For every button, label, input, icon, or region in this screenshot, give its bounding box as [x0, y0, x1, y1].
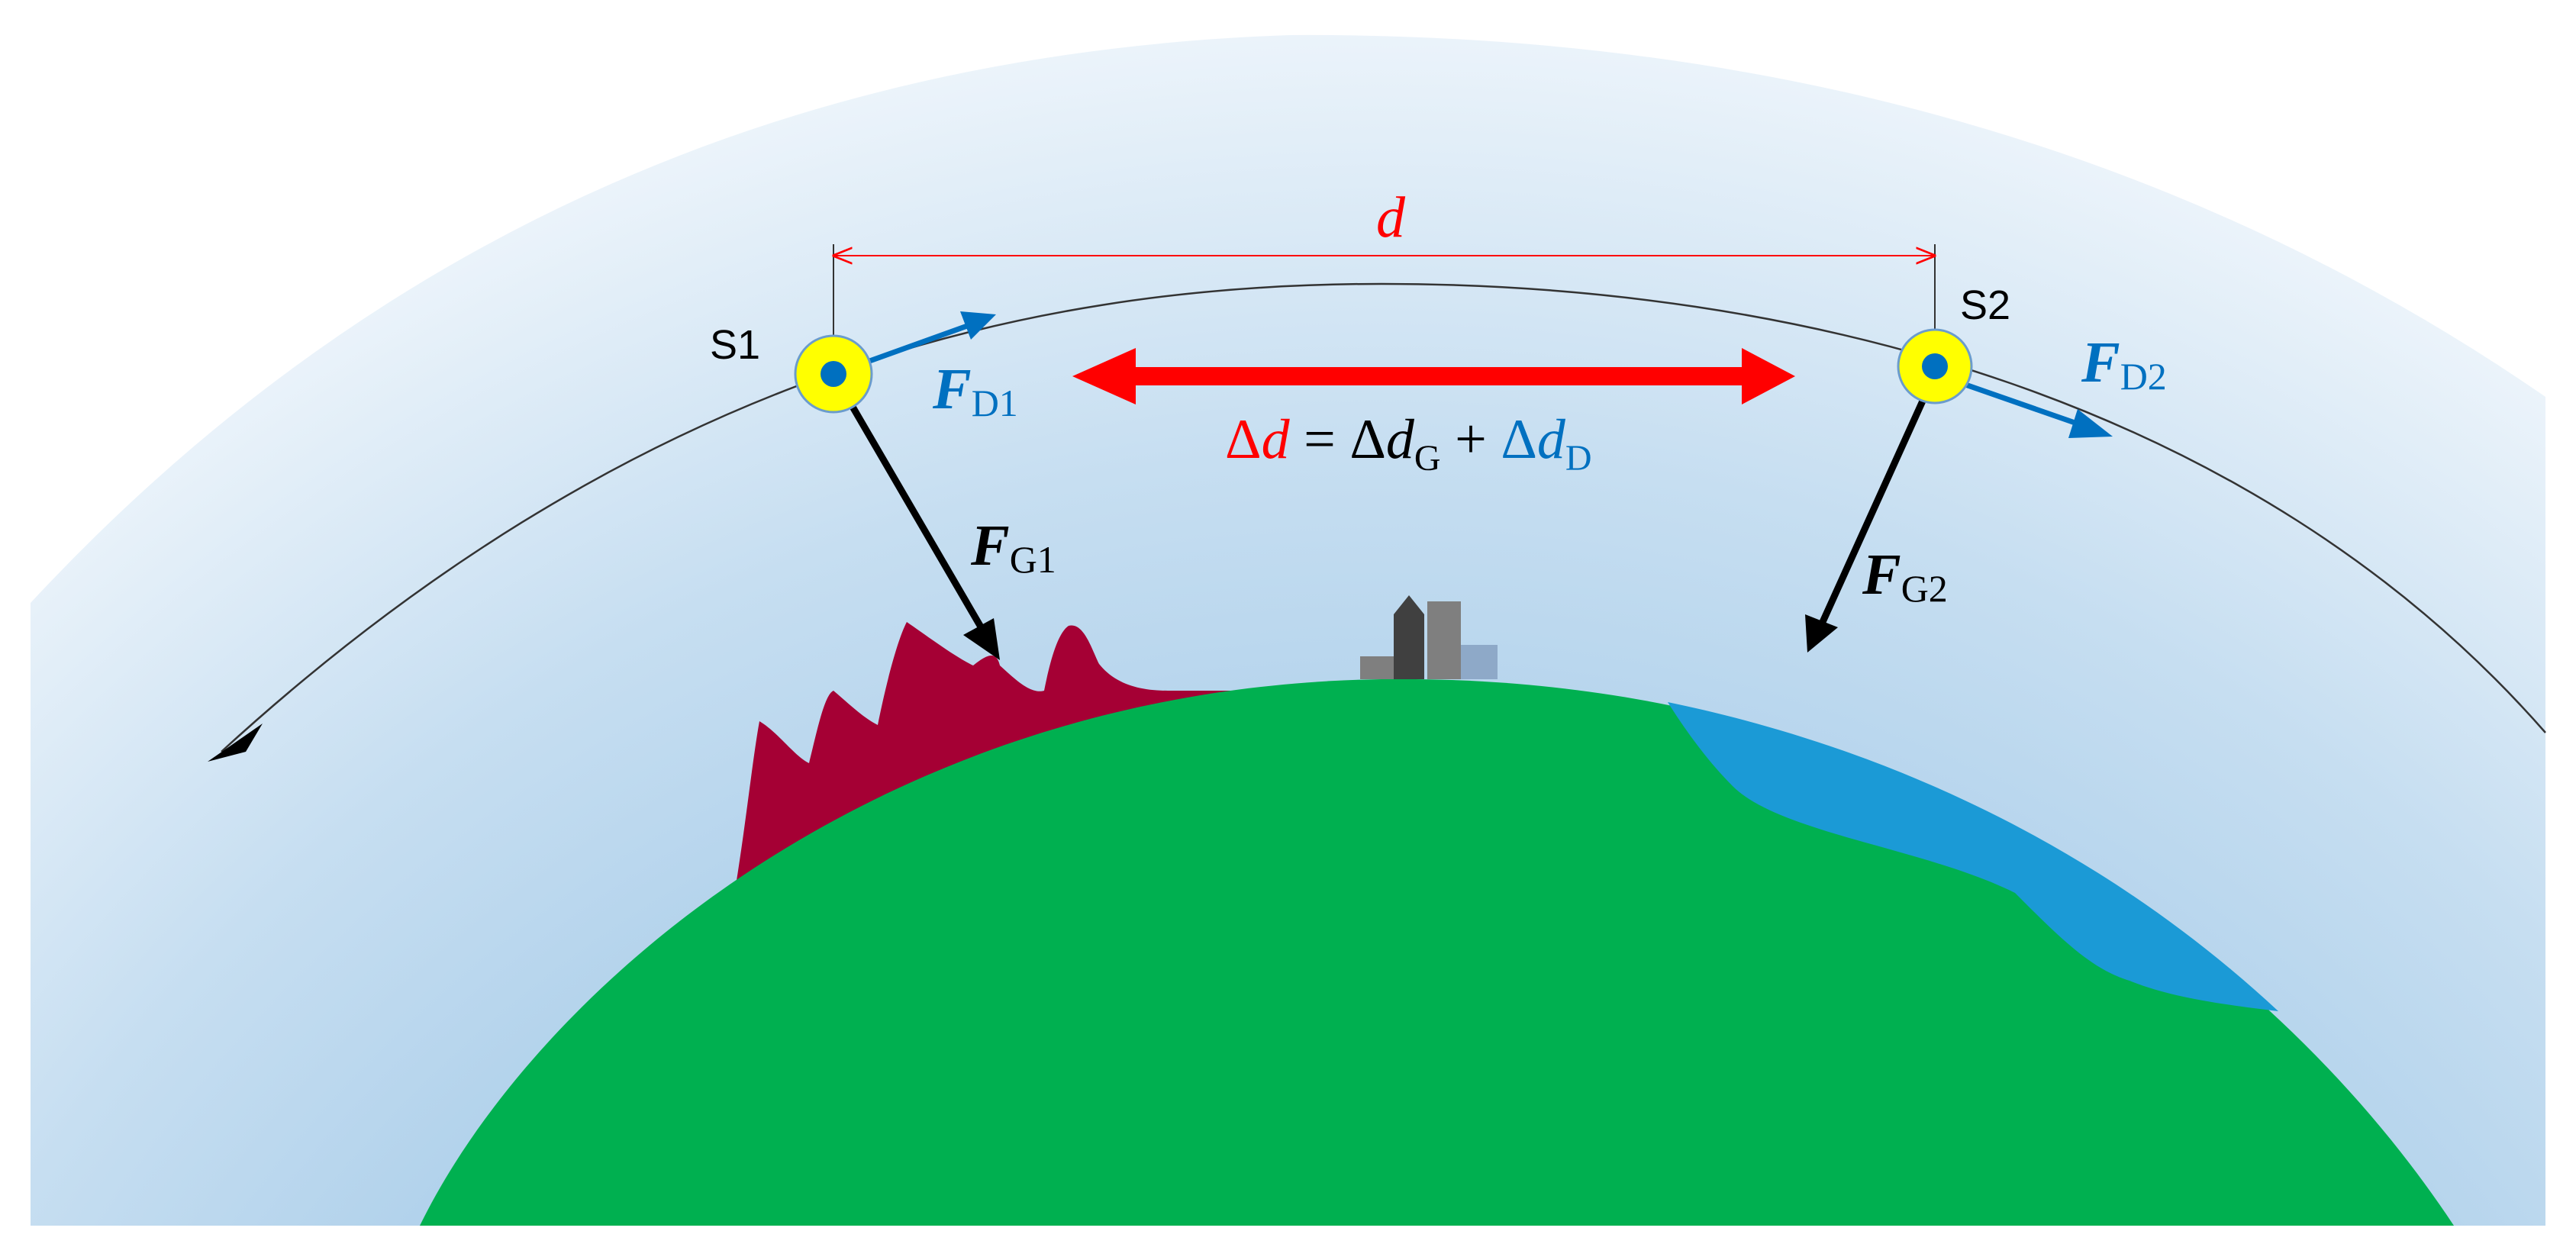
satellite-icon: [794, 334, 873, 414]
distance-label: d: [1376, 185, 1406, 250]
city-buildings-icon: [1360, 595, 1498, 679]
force-label-fd1: FD1: [932, 357, 1018, 424]
force-label-fg2: FG2: [1862, 543, 1948, 610]
satellite-icon: [1897, 328, 1973, 404]
orbit-direction-arrowhead: [208, 723, 263, 762]
satellite-1-label: S1: [710, 322, 760, 368]
force-label-fg1: FG1: [970, 514, 1056, 581]
gravity-force-arrow-2: [1805, 372, 1939, 653]
delta-distance-arrow: [1072, 348, 1795, 404]
gravity-force-arrow-1: [830, 372, 1000, 660]
delta-d-equation: Δd = ΔdG + ΔdD: [1225, 408, 1592, 479]
satellite-2-label: S2: [1960, 282, 2010, 328]
force-label-fd2: FD2: [2081, 330, 2167, 398]
ocean-icon: [1668, 702, 2278, 1011]
orbit-path: [221, 282, 2546, 752]
